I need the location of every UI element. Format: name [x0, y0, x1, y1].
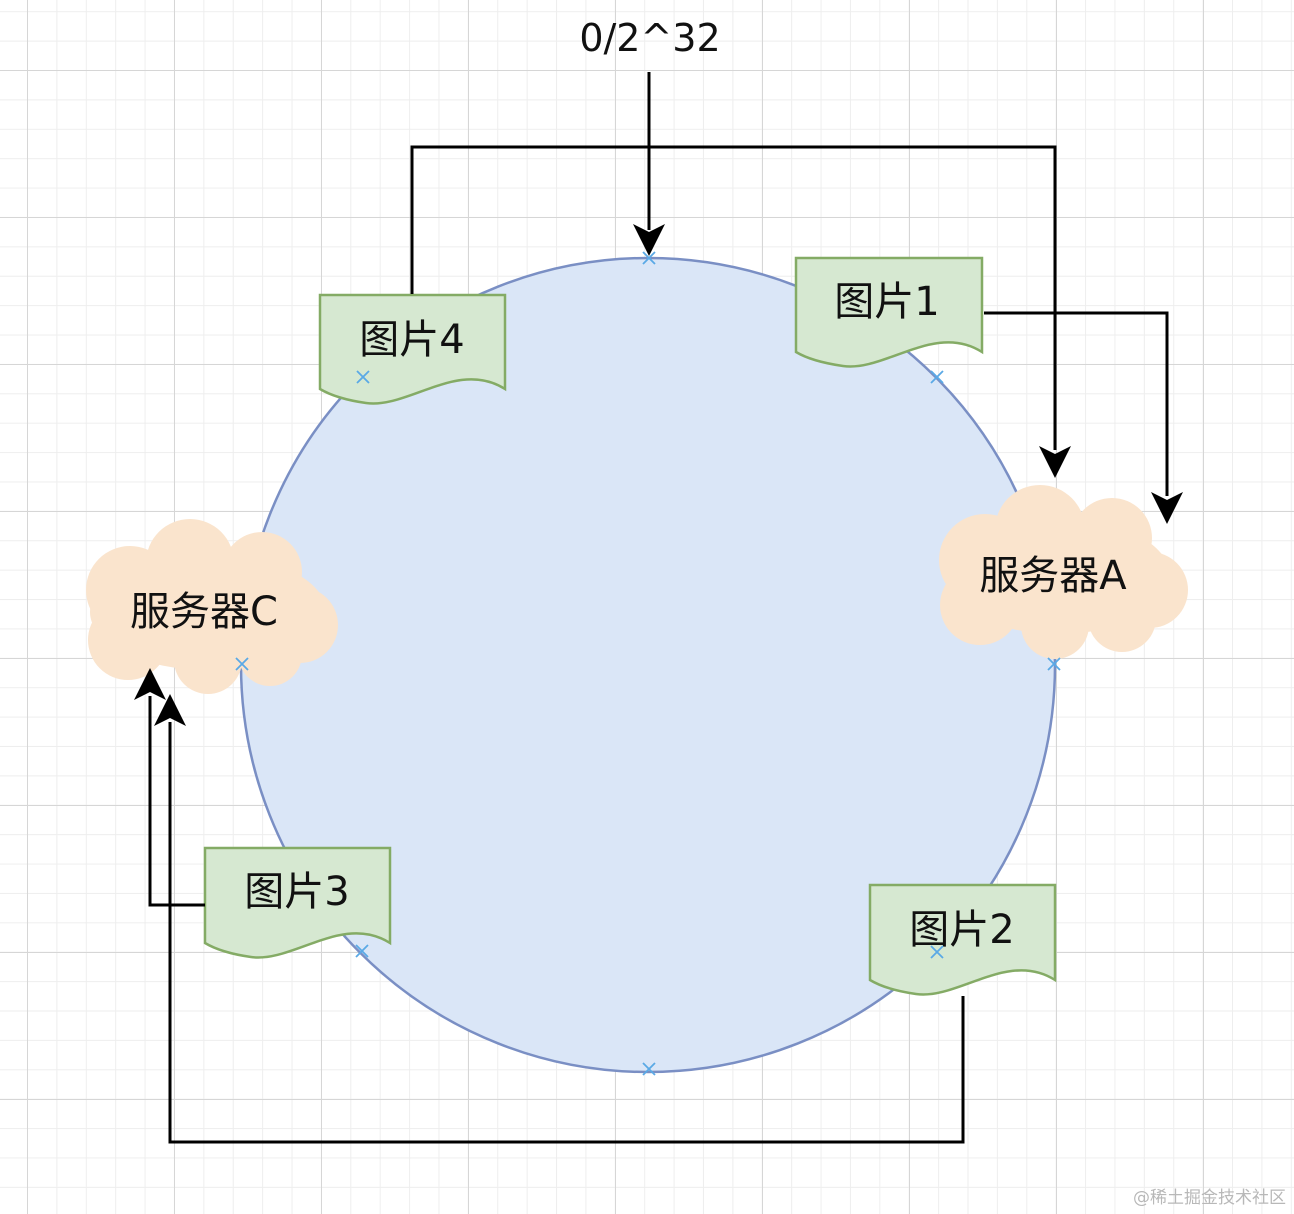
- image-4-label: 图片4: [359, 317, 464, 363]
- image-3-document: 图片3: [203, 846, 392, 959]
- marker-icon: [642, 1062, 656, 1076]
- marker-icon: [930, 945, 944, 959]
- server-a-label: 服务器A: [979, 553, 1127, 599]
- marker-icon: [1047, 657, 1061, 671]
- image-1-document: 图片1: [794, 256, 984, 368]
- server-c-label: 服务器C: [130, 589, 278, 635]
- marker-icon: [642, 251, 656, 265]
- marker-icon: [235, 657, 249, 671]
- arrow-image-1-to-server-a: [984, 311, 1183, 524]
- server-a-cloud: 服务器A: [939, 485, 1188, 659]
- image-1-label: 图片1: [834, 279, 939, 325]
- server-c-cloud: 服务器C: [86, 519, 338, 694]
- marker-icon: [355, 944, 369, 958]
- image-2-document: 图片2: [868, 883, 1057, 996]
- watermark: @稀土掘金技术社区: [1133, 1188, 1286, 1208]
- image-3-label: 图片3: [244, 869, 349, 915]
- arrow-image-3-to-server-c: [134, 668, 205, 907]
- image-2-label: 图片2: [909, 907, 1014, 953]
- marker-icon: [930, 370, 944, 384]
- arrow-image-2-to-server-c: [154, 694, 965, 1144]
- ring-origin-label: 0/2^32: [579, 16, 720, 60]
- arrow-origin: [633, 72, 665, 256]
- marker-icon: [356, 370, 370, 384]
- arrow-image-4-to-server-a: [410, 145, 1071, 478]
- image-4-document: 图片4: [318, 293, 507, 405]
- connection-markers: [235, 251, 1061, 1076]
